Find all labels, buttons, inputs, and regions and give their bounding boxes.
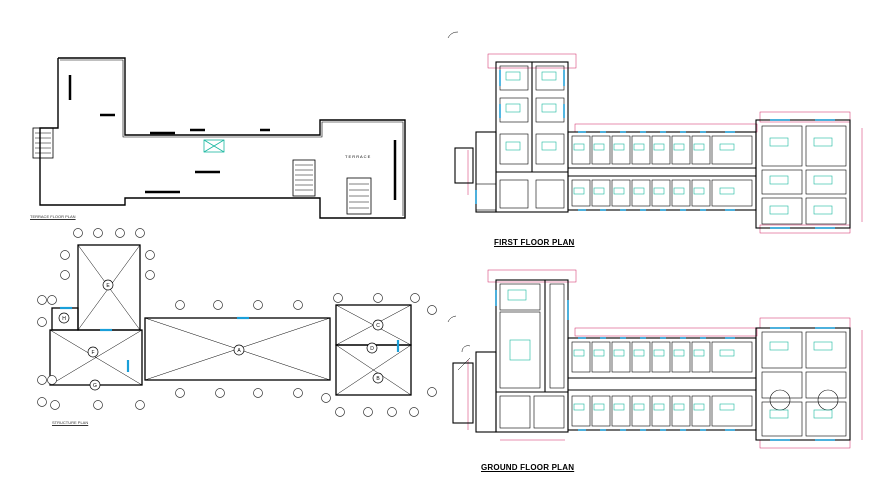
terrace-plan-title: TERRACE FLOOR PLAN (30, 214, 76, 219)
structure-plan-title: STRUCTURE PLAN (52, 420, 89, 425)
zone-label-c: C (376, 323, 380, 329)
zone-label-f: F (91, 350, 94, 356)
zone-label-g: G (93, 383, 97, 389)
first-floor-plan (454, 53, 863, 234)
ground-floor-plan-title: GROUND FLOOR PLAN (481, 463, 575, 472)
terrace-room-label: T E R R A C E (345, 154, 371, 159)
structure-zone-markers (58, 279, 384, 391)
structure-grid-columns (37, 228, 437, 417)
zone-label-e: E (106, 283, 110, 289)
terrace-water-tank (203, 139, 225, 153)
zone-label-d: D (370, 346, 374, 352)
first-floor-plan-title: FIRST FLOOR PLAN (494, 238, 575, 247)
zone-label-a: A (237, 348, 241, 354)
terrace-floor-plan (32, 57, 406, 219)
structure-zone-letters: A E F G C D B H (62, 283, 380, 389)
zone-label-b: B (376, 376, 380, 382)
structure-plan (49, 244, 412, 396)
zone-label-h: H (62, 316, 66, 322)
ground-floor-plan (447, 31, 863, 449)
